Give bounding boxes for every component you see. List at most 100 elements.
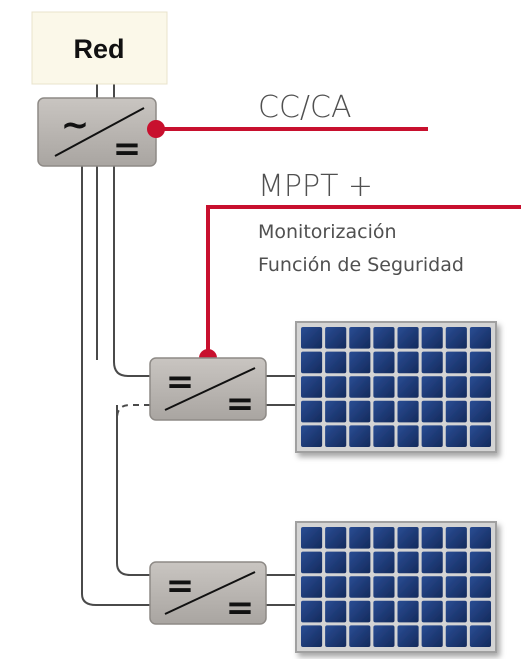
communication-lines xyxy=(156,127,521,358)
features-line-safety: Función de Seguridad xyxy=(258,254,464,276)
solar-cell xyxy=(469,327,491,349)
solar-cell xyxy=(349,551,371,574)
string-link-lower xyxy=(116,405,150,576)
solar-cell xyxy=(301,376,323,398)
solar-cell xyxy=(397,527,419,549)
solar-cell xyxy=(445,351,467,374)
solar-cell xyxy=(325,376,347,398)
solar-cell xyxy=(397,400,419,423)
solar-cell xyxy=(325,400,347,423)
solar-panel-icon xyxy=(295,321,497,453)
solar-cell xyxy=(469,425,491,447)
optimizer-box-1: = = xyxy=(149,357,267,424)
solar-cell xyxy=(349,576,371,598)
solar-cell xyxy=(325,600,347,623)
solar-cell xyxy=(325,327,347,349)
solar-cell xyxy=(301,351,323,374)
solar-cell xyxy=(301,600,323,623)
solar-cell xyxy=(373,600,395,623)
solar-cell xyxy=(325,576,347,598)
optimizer-comm-line xyxy=(206,205,521,358)
dc-bus-inner xyxy=(113,165,150,377)
solar-cell xyxy=(325,351,347,374)
solar-cell xyxy=(445,527,467,549)
solar-cell xyxy=(445,625,467,647)
solar-cell xyxy=(397,551,419,574)
inverter-input-symbol: ~ xyxy=(61,105,90,145)
solar-cell xyxy=(445,376,467,398)
solar-cell xyxy=(349,527,371,549)
solar-cell xyxy=(373,551,395,574)
grid-box: Red xyxy=(31,11,168,85)
optimizer-1-output-symbol: = xyxy=(226,384,255,424)
solar-cell xyxy=(349,425,371,447)
solar-cell xyxy=(421,400,443,423)
solar-cell xyxy=(325,625,347,647)
features-title: MPPT + xyxy=(258,169,373,204)
solar-cell xyxy=(373,376,395,398)
solar-cell xyxy=(469,376,491,398)
solar-cell xyxy=(421,551,443,574)
solar-cell xyxy=(301,625,323,647)
solar-cell xyxy=(301,576,323,598)
solar-cell xyxy=(469,527,491,549)
solar-cell xyxy=(349,400,371,423)
solar-cell xyxy=(421,600,443,623)
solar-cell xyxy=(421,625,443,647)
solar-cell xyxy=(373,327,395,349)
solar-panel-icon xyxy=(295,521,497,653)
dashed-string-link xyxy=(116,404,150,563)
features-line-monitoring: Monitorización xyxy=(258,221,397,243)
solar-cell xyxy=(373,625,395,647)
solar-cell xyxy=(397,625,419,647)
grid-label: Red xyxy=(73,34,124,64)
solar-cell xyxy=(397,327,419,349)
solar-cell xyxy=(421,376,443,398)
solar-cell xyxy=(469,600,491,623)
solar-cell xyxy=(469,400,491,423)
solar-cell xyxy=(469,576,491,598)
solar-cell xyxy=(301,425,323,447)
solar-cell xyxy=(349,327,371,349)
solar-cell xyxy=(373,425,395,447)
solar-cell xyxy=(301,527,323,549)
solar-cell xyxy=(469,551,491,574)
optimizer-1-divider xyxy=(164,367,256,411)
solar-cell xyxy=(349,351,371,374)
solar-cell xyxy=(469,351,491,374)
optimizer-2-divider xyxy=(164,571,256,615)
wiring xyxy=(81,82,296,606)
optimizer-2-output-symbol: = xyxy=(226,588,255,628)
optimizer-1-input-symbol: = xyxy=(166,362,195,402)
solar-cell xyxy=(349,625,371,647)
solar-cell xyxy=(469,625,491,647)
solar-cell xyxy=(325,425,347,447)
optimizer-2-input-symbol: = xyxy=(166,566,195,606)
solar-cell xyxy=(301,551,323,574)
solar-cell xyxy=(373,400,395,423)
solar-cell xyxy=(421,576,443,598)
solar-cell xyxy=(421,327,443,349)
solar-cell xyxy=(373,576,395,598)
solar-cell xyxy=(373,527,395,549)
panel-1-cells xyxy=(301,327,491,447)
solar-cell xyxy=(301,327,323,349)
solar-cell xyxy=(397,376,419,398)
inverter-box: ~ = xyxy=(37,97,157,169)
solar-cell xyxy=(397,576,419,598)
solar-cell xyxy=(421,351,443,374)
solar-cell xyxy=(397,351,419,374)
panel-2-cells xyxy=(301,527,491,647)
solar-cell xyxy=(445,327,467,349)
solar-cell xyxy=(445,400,467,423)
solar-cell xyxy=(349,376,371,398)
solar-cell xyxy=(349,600,371,623)
solar-cell xyxy=(421,527,443,549)
solar-cell xyxy=(445,600,467,623)
solar-cell xyxy=(301,400,323,423)
solar-cell xyxy=(421,425,443,447)
solar-cell xyxy=(397,600,419,623)
inverter-label: CC/CA xyxy=(258,90,351,125)
solar-cell xyxy=(445,576,467,598)
